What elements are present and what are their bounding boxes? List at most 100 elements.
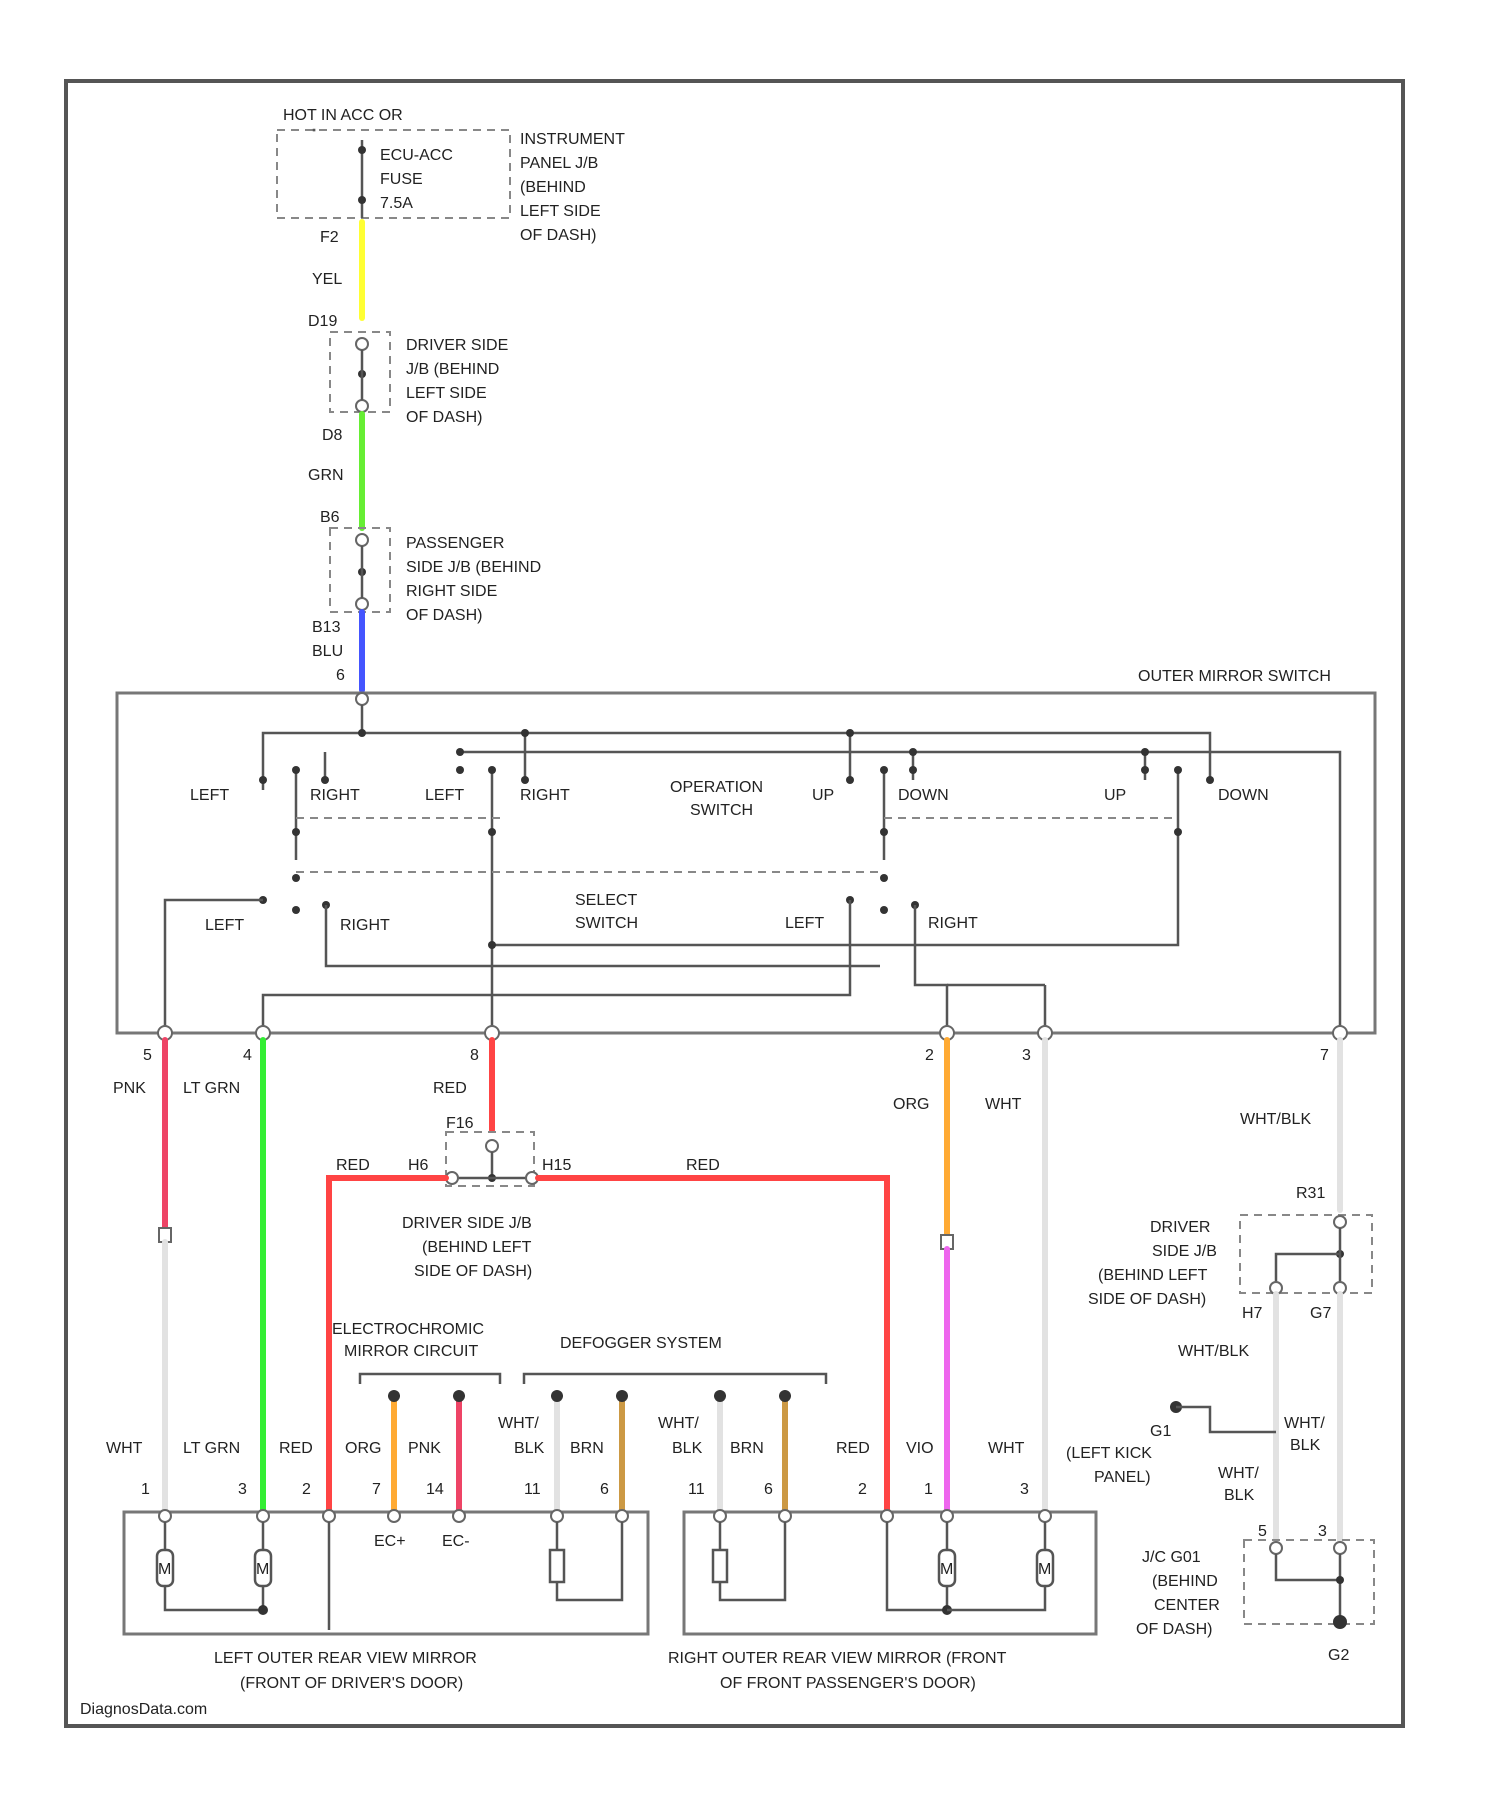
label-wht-l: WHT: [106, 1440, 143, 1457]
driver-jb-top-line-4: OF DASH): [406, 409, 482, 426]
pin-d19: D19: [308, 313, 337, 330]
power-source: HOT IN ACC OR ECU-ACC FUSE 7.5A INSTRUME…: [277, 107, 625, 246]
switch-box: [117, 693, 1375, 1033]
ground-g1-line-1: (LEFT KICK: [1066, 1445, 1152, 1462]
left-pin-1: 1: [141, 1481, 150, 1498]
pnk-label: PNK: [113, 1080, 146, 1097]
driver-jb-top: D19 DRIVER SIDE J/B (BEHIND LEFT SIDE OF…: [308, 313, 508, 444]
fuse-label-1: ECU-ACC: [380, 147, 453, 164]
pin-g7: G7: [1310, 1305, 1331, 1322]
left-motor-1-label: M: [158, 1561, 171, 1578]
instrument-jb-line-5: OF DASH): [520, 227, 596, 244]
label-wht-blk-1b: BLK: [514, 1440, 545, 1457]
right-pin-1: 1: [924, 1481, 933, 1498]
wht-blk-label-g1: WHT/BLK: [1178, 1343, 1249, 1360]
left-mirror-caption-1: LEFT OUTER REAR VIEW MIRROR: [214, 1650, 477, 1667]
pin-d8: D8: [322, 427, 343, 444]
instrument-jb-line-3: (BEHIND: [520, 179, 586, 196]
switch-pin-3: 3: [1022, 1047, 1031, 1064]
hot-label: HOT IN ACC OR: [283, 107, 403, 124]
defogger-label: DEFOGGER SYSTEM: [560, 1335, 722, 1352]
label-wht-blk-2b: BLK: [672, 1440, 703, 1457]
switch-pin-8: 8: [470, 1047, 479, 1064]
pin-h6: H6: [408, 1157, 429, 1174]
op-down-1: DOWN: [898, 787, 949, 804]
label-org-l: ORG: [345, 1440, 381, 1457]
left-pin-3: 3: [238, 1481, 247, 1498]
label-pnk-l: PNK: [408, 1440, 441, 1457]
right-pin-11: 11: [688, 1481, 705, 1498]
sel-right-2: RIGHT: [928, 915, 978, 932]
left-pin-2: 2: [302, 1481, 311, 1498]
fuse-label-3: 7.5A: [380, 195, 413, 212]
blu-wire-label: BLU: [312, 643, 343, 660]
driver-jb-right: R31 H7 G7 DRIVER SIDE J/B (BEHIND LEFT S…: [1088, 1185, 1372, 1322]
driver-jb-right-line-1: DRIVER: [1150, 1219, 1210, 1236]
instrument-jb-line-4: LEFT SIDE: [520, 203, 601, 220]
sel-left-2: LEFT: [785, 915, 824, 932]
switch-pin-5: 5: [143, 1047, 152, 1064]
left-pin-6: 6: [600, 1481, 609, 1498]
switch-pin-7: 7: [1320, 1047, 1329, 1064]
wht-blk-label-top: WHT/BLK: [1240, 1111, 1311, 1128]
electrochromic-group: ELECTROCHROMIC MIRROR CIRCUIT: [332, 1321, 500, 1510]
passenger-jb-line-4: OF DASH): [406, 607, 482, 624]
driver-jb-right-line-2: SIDE J/B: [1152, 1243, 1217, 1260]
op-left-1: LEFT: [190, 787, 229, 804]
right-motor-1-label: M: [940, 1561, 953, 1578]
right-mirror-box: [684, 1512, 1096, 1634]
select-label-1: SELECT: [575, 892, 637, 909]
ground-g1-line-2: PANEL): [1094, 1469, 1151, 1486]
passenger-jb-line-3: RIGHT SIDE: [406, 583, 497, 600]
red-label-switch: RED: [433, 1080, 467, 1097]
label-wht-blk-1a: WHT/: [498, 1415, 539, 1432]
left-ec-minus: EC-: [442, 1533, 470, 1550]
left-outer-mirror: 1 3 2 7 14 11 6 M M EC+ EC- LEFT OUTER R…: [124, 1481, 648, 1692]
switch-input-pin: 6: [336, 667, 345, 684]
left-ec-plus: EC+: [374, 1533, 406, 1550]
pin-h7: H7: [1242, 1305, 1263, 1322]
jc-g01: 5 3 J/C G01 (BEHIND CENTER OF DASH) G2: [1136, 1523, 1374, 1664]
org-label: ORG: [893, 1096, 929, 1113]
driver-jb-mid: F16 H6 H15 DRIVER SIDE J/B (BEHIND LEFT …: [402, 1115, 571, 1280]
driver-jb-right-line-4: SIDE OF DASH): [1088, 1291, 1206, 1308]
watermark: DiagnosData.com: [80, 1701, 207, 1718]
op-up-1: UP: [812, 787, 834, 804]
left-motor-2-label: M: [256, 1561, 269, 1578]
outer-mirror-switch: OUTER MIRROR SWITCH: [117, 668, 1375, 1064]
diagram-frame: [66, 81, 1403, 1726]
wht-label-right-top: WHT: [985, 1096, 1022, 1113]
jc-line-2: (BEHIND: [1152, 1573, 1218, 1590]
pin-f16: F16: [446, 1115, 474, 1132]
op-down-2: DOWN: [1218, 787, 1269, 804]
driver-jb-mid-line-3: SIDE OF DASH): [414, 1263, 532, 1280]
op-left-2: LEFT: [425, 787, 464, 804]
driver-jb-top-line-3: LEFT SIDE: [406, 385, 487, 402]
driver-jb-top-line-1: DRIVER SIDE: [406, 337, 508, 354]
label-red-l: RED: [279, 1440, 313, 1457]
yel-wire-label: YEL: [312, 271, 342, 288]
electrochromic-label-1: ELECTROCHROMIC: [332, 1321, 484, 1338]
right-mirror-caption-1: RIGHT OUTER REAR VIEW MIRROR (FRONT: [668, 1650, 1007, 1667]
wht-blk-split-2a: WHT/: [1218, 1465, 1259, 1482]
passenger-jb-line-1: PASSENGER: [406, 535, 504, 552]
right-motor-2-label: M: [1038, 1561, 1051, 1578]
left-pin-14: 14: [426, 1481, 444, 1498]
pin-f2: F2: [320, 229, 339, 246]
left-mirror-box: [124, 1512, 648, 1634]
passenger-jb: B6 PASSENGER SIDE J/B (BEHIND RIGHT SIDE…: [312, 509, 541, 636]
jc-pin-5: 5: [1258, 1523, 1267, 1540]
driver-jb-mid-line-1: DRIVER SIDE J/B: [402, 1215, 532, 1232]
label-brn-2: BRN: [730, 1440, 764, 1457]
driver-jb-mid-line-2: (BEHIND LEFT: [422, 1239, 532, 1256]
pin-r31: R31: [1296, 1185, 1325, 1202]
label-red-r: RED: [836, 1440, 870, 1457]
op-right-1: RIGHT: [310, 787, 360, 804]
ground-g1: G1: [1150, 1423, 1171, 1440]
left-mirror-caption-2: (FRONT OF DRIVER'S DOOR): [240, 1675, 463, 1692]
wht-blk-split-1a: WHT/: [1284, 1415, 1325, 1432]
select-label-2: SWITCH: [575, 915, 638, 932]
right-pin-6: 6: [764, 1481, 773, 1498]
label-brn-1: BRN: [570, 1440, 604, 1457]
jc-line-3: CENTER: [1154, 1597, 1220, 1614]
